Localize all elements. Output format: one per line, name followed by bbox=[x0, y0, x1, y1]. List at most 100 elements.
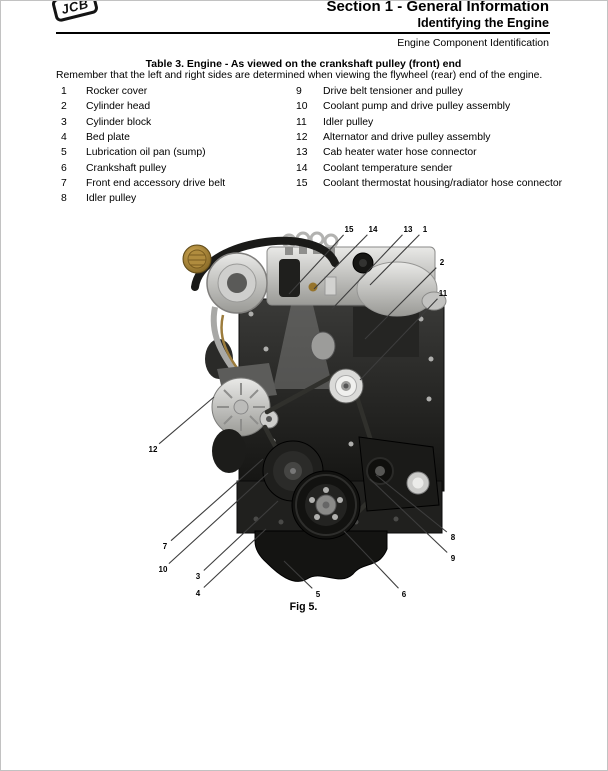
callout-leader bbox=[331, 234, 403, 310]
header-divider bbox=[56, 32, 550, 34]
tensioner-bracket bbox=[358, 436, 440, 512]
topic-heading: Engine Component Identification bbox=[397, 37, 549, 49]
callout-leader bbox=[283, 560, 313, 589]
turbocharger bbox=[206, 252, 268, 388]
crankshaft-pulley-illustration bbox=[291, 470, 361, 540]
callout-leader bbox=[369, 234, 420, 286]
legend-item-label: Idler pulley bbox=[86, 193, 137, 205]
table-title: Table 3. Engine - As viewed on the crank… bbox=[145, 58, 462, 70]
legend-item-number: 6 bbox=[61, 162, 67, 174]
callout-leader bbox=[170, 458, 264, 542]
jcb-logo: JCB bbox=[50, 0, 99, 23]
callout-number: 13 bbox=[404, 225, 413, 234]
legend-item-number: 8 bbox=[61, 193, 67, 205]
section-title: Section 1 - General Information bbox=[326, 0, 549, 15]
callout-leader bbox=[158, 396, 215, 445]
air-intake-cap bbox=[182, 244, 212, 274]
legend-item-label: Cab heater water hose connector bbox=[323, 147, 477, 159]
callout-number: 10 bbox=[159, 565, 168, 574]
legend-item: 6 Crankshaft pulley bbox=[61, 163, 296, 178]
legend-item-number: 15 bbox=[296, 178, 308, 190]
legend-item-number: 1 bbox=[61, 86, 67, 97]
legend-item: 11 Idler pulley bbox=[296, 117, 566, 132]
legend-item-number: 10 bbox=[296, 101, 308, 113]
legend-item: 7 Front end accessory drive belt bbox=[61, 178, 296, 193]
callout-number: 1 bbox=[423, 225, 428, 234]
legend-item-number: 5 bbox=[61, 147, 67, 159]
legend-item: 9 Drive belt tensioner and pulley bbox=[296, 86, 566, 101]
legend-item: 13 Cab heater water hose connector bbox=[296, 147, 566, 162]
legend-item: 4 Bed plate bbox=[61, 132, 296, 147]
legend-item-number: 13 bbox=[296, 147, 308, 159]
legend-item-label: Crankshaft pulley bbox=[86, 162, 167, 174]
callout-leader bbox=[168, 472, 269, 565]
callout-leader bbox=[369, 478, 448, 553]
callout-number: 5 bbox=[316, 590, 321, 599]
callout-number: 9 bbox=[451, 554, 456, 563]
callout-number: 15 bbox=[345, 225, 354, 234]
callout-leader bbox=[203, 528, 267, 588]
legend-item-label: Cylinder head bbox=[86, 101, 151, 113]
jcb-logo-text: JCB bbox=[59, 0, 91, 18]
coolant-temperature-sender-illustration bbox=[308, 282, 318, 292]
callout-number: 14 bbox=[369, 225, 378, 234]
figure-caption: Fig 5. bbox=[289, 601, 318, 613]
legend-item-number: 2 bbox=[61, 101, 67, 113]
callout-number: 7 bbox=[163, 542, 168, 551]
legend-item-number: 3 bbox=[61, 116, 67, 128]
legend-item-number: 11 bbox=[296, 116, 307, 128]
page-subtitle: Identifying the Engine bbox=[417, 16, 549, 31]
thermostat-canister bbox=[279, 259, 300, 297]
legend-item-label: Idler pulley bbox=[323, 116, 374, 128]
legend-item-number: 12 bbox=[296, 132, 308, 144]
tensioner-pulley bbox=[366, 457, 394, 485]
legend-item: 5 Lubrication oil pan (sump) bbox=[61, 147, 296, 162]
callout-leader bbox=[203, 500, 279, 571]
alternator bbox=[211, 363, 279, 473]
legend-item: 3 Cylinder block bbox=[61, 117, 296, 132]
callout-leader bbox=[343, 530, 399, 589]
legend-item: 10 Coolant pump and drive pulley assembly bbox=[296, 101, 566, 116]
legend-item: 8 Idler pulley bbox=[61, 193, 296, 208]
idler-pulley-lower bbox=[406, 471, 430, 495]
callout-leader bbox=[359, 298, 438, 381]
callout-number: 12 bbox=[149, 445, 158, 454]
callout-number: 6 bbox=[402, 590, 407, 599]
legend-item-label: Coolant pump and drive pulley assembly bbox=[323, 101, 511, 113]
legend-item-label: Coolant thermostat housing/radiator hose… bbox=[323, 178, 563, 190]
legend-item: 2 Cylinder head bbox=[61, 101, 296, 116]
legend-item-label: Drive belt tensioner and pulley bbox=[323, 86, 463, 97]
table-note: Remember that the left and right sides a… bbox=[56, 70, 543, 81]
callout-leader bbox=[288, 234, 345, 295]
legend-item-number: 4 bbox=[61, 132, 67, 144]
legend-item: 1 Rocker cover bbox=[61, 86, 296, 101]
callout-leader bbox=[313, 234, 368, 290]
callout-number: 3 bbox=[196, 572, 201, 581]
callout-leader bbox=[364, 267, 437, 340]
legend-item-label: Rocker cover bbox=[86, 86, 148, 97]
idler-pulley-upper bbox=[328, 368, 364, 404]
legend-item-label: Lubrication oil pan (sump) bbox=[86, 147, 206, 159]
legend-item-label: Bed plate bbox=[86, 132, 130, 144]
callout-number: 11 bbox=[439, 289, 448, 298]
legend-item-label: Coolant temperature sender bbox=[323, 162, 453, 174]
legend-item-label: Alternator and drive pulley assembly bbox=[323, 132, 491, 144]
callout-number: 4 bbox=[196, 589, 201, 598]
page-header: Section 1 - General Information Identify… bbox=[326, 0, 549, 31]
callout-number: 8 bbox=[451, 533, 456, 542]
oil-filler-cap bbox=[352, 252, 374, 274]
legend-item-number: 9 bbox=[296, 86, 302, 97]
legend-item-number: 7 bbox=[61, 178, 67, 190]
legend-item-label: Front end accessory drive belt bbox=[86, 178, 226, 190]
legend-item-label: Cylinder block bbox=[86, 116, 152, 128]
callout-leader bbox=[375, 474, 448, 533]
callout-number: 2 bbox=[440, 258, 445, 267]
legend-item: 15 Coolant thermostat housing/radiator ho… bbox=[296, 178, 566, 193]
legend-item-number: 14 bbox=[296, 162, 308, 174]
oil-pan bbox=[254, 530, 388, 582]
